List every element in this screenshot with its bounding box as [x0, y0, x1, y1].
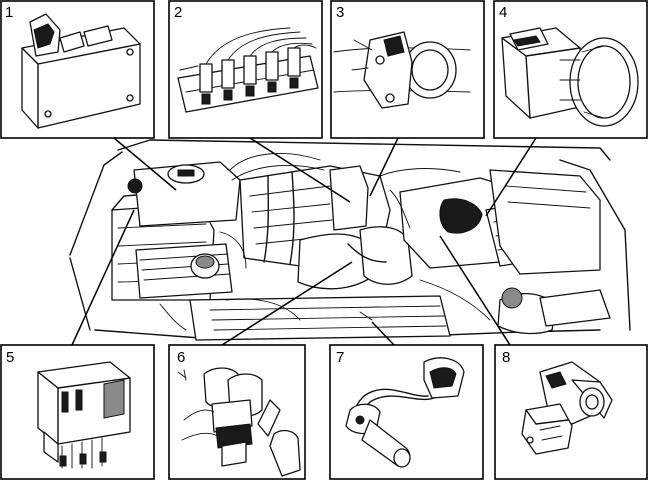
crankshaft-position-sensor	[345, 357, 465, 468]
callout-box-3: 3	[330, 0, 485, 139]
idle-air-control-valve	[521, 361, 613, 455]
radiator	[189, 295, 451, 341]
coolant-temperature-sensor	[177, 367, 301, 477]
engine-bay-illustration	[69, 139, 631, 341]
air-filter-housing	[489, 169, 601, 275]
callout-box-6: 6	[168, 344, 306, 480]
callout-number-4: 4	[499, 4, 507, 21]
callout-number-1: 1	[5, 4, 13, 21]
brake-reservoir	[127, 161, 241, 227]
leader-line-5	[71, 209, 135, 346]
leader-line-2	[249, 137, 351, 203]
ecu-module	[21, 13, 141, 129]
throttle-position-sensor	[333, 31, 471, 109]
fuel-injectors	[177, 27, 319, 113]
leader-lines	[71, 137, 537, 346]
leader-line-6	[221, 261, 353, 346]
air-flow-meter	[501, 27, 639, 127]
callout-box-7: 7	[329, 344, 484, 480]
leader-line-1	[113, 137, 177, 191]
coolant-reservoir	[135, 243, 233, 299]
callout-box-2: 2	[168, 0, 323, 139]
callout-box-4: 4	[493, 0, 648, 139]
callout-number-6: 6	[177, 349, 185, 366]
wiring-loom	[159, 152, 491, 331]
leader-line-4	[485, 137, 537, 217]
callout-number-2: 2	[174, 4, 182, 21]
callout-box-1: 1	[0, 0, 155, 139]
leader-line-8	[439, 235, 511, 346]
callout-number-3: 3	[336, 4, 344, 21]
leader-line-3	[369, 137, 399, 197]
callout-number-8: 8	[502, 349, 510, 366]
callout-number-5: 5	[6, 349, 14, 366]
throttle-hose	[297, 226, 413, 290]
leader-line-7	[371, 321, 395, 346]
fuel-pump-relay	[37, 361, 131, 469]
callout-box-8: 8	[494, 344, 648, 480]
radiator-hose	[497, 287, 611, 335]
callout-number-7: 7	[336, 349, 344, 366]
callout-box-5: 5	[0, 344, 155, 480]
